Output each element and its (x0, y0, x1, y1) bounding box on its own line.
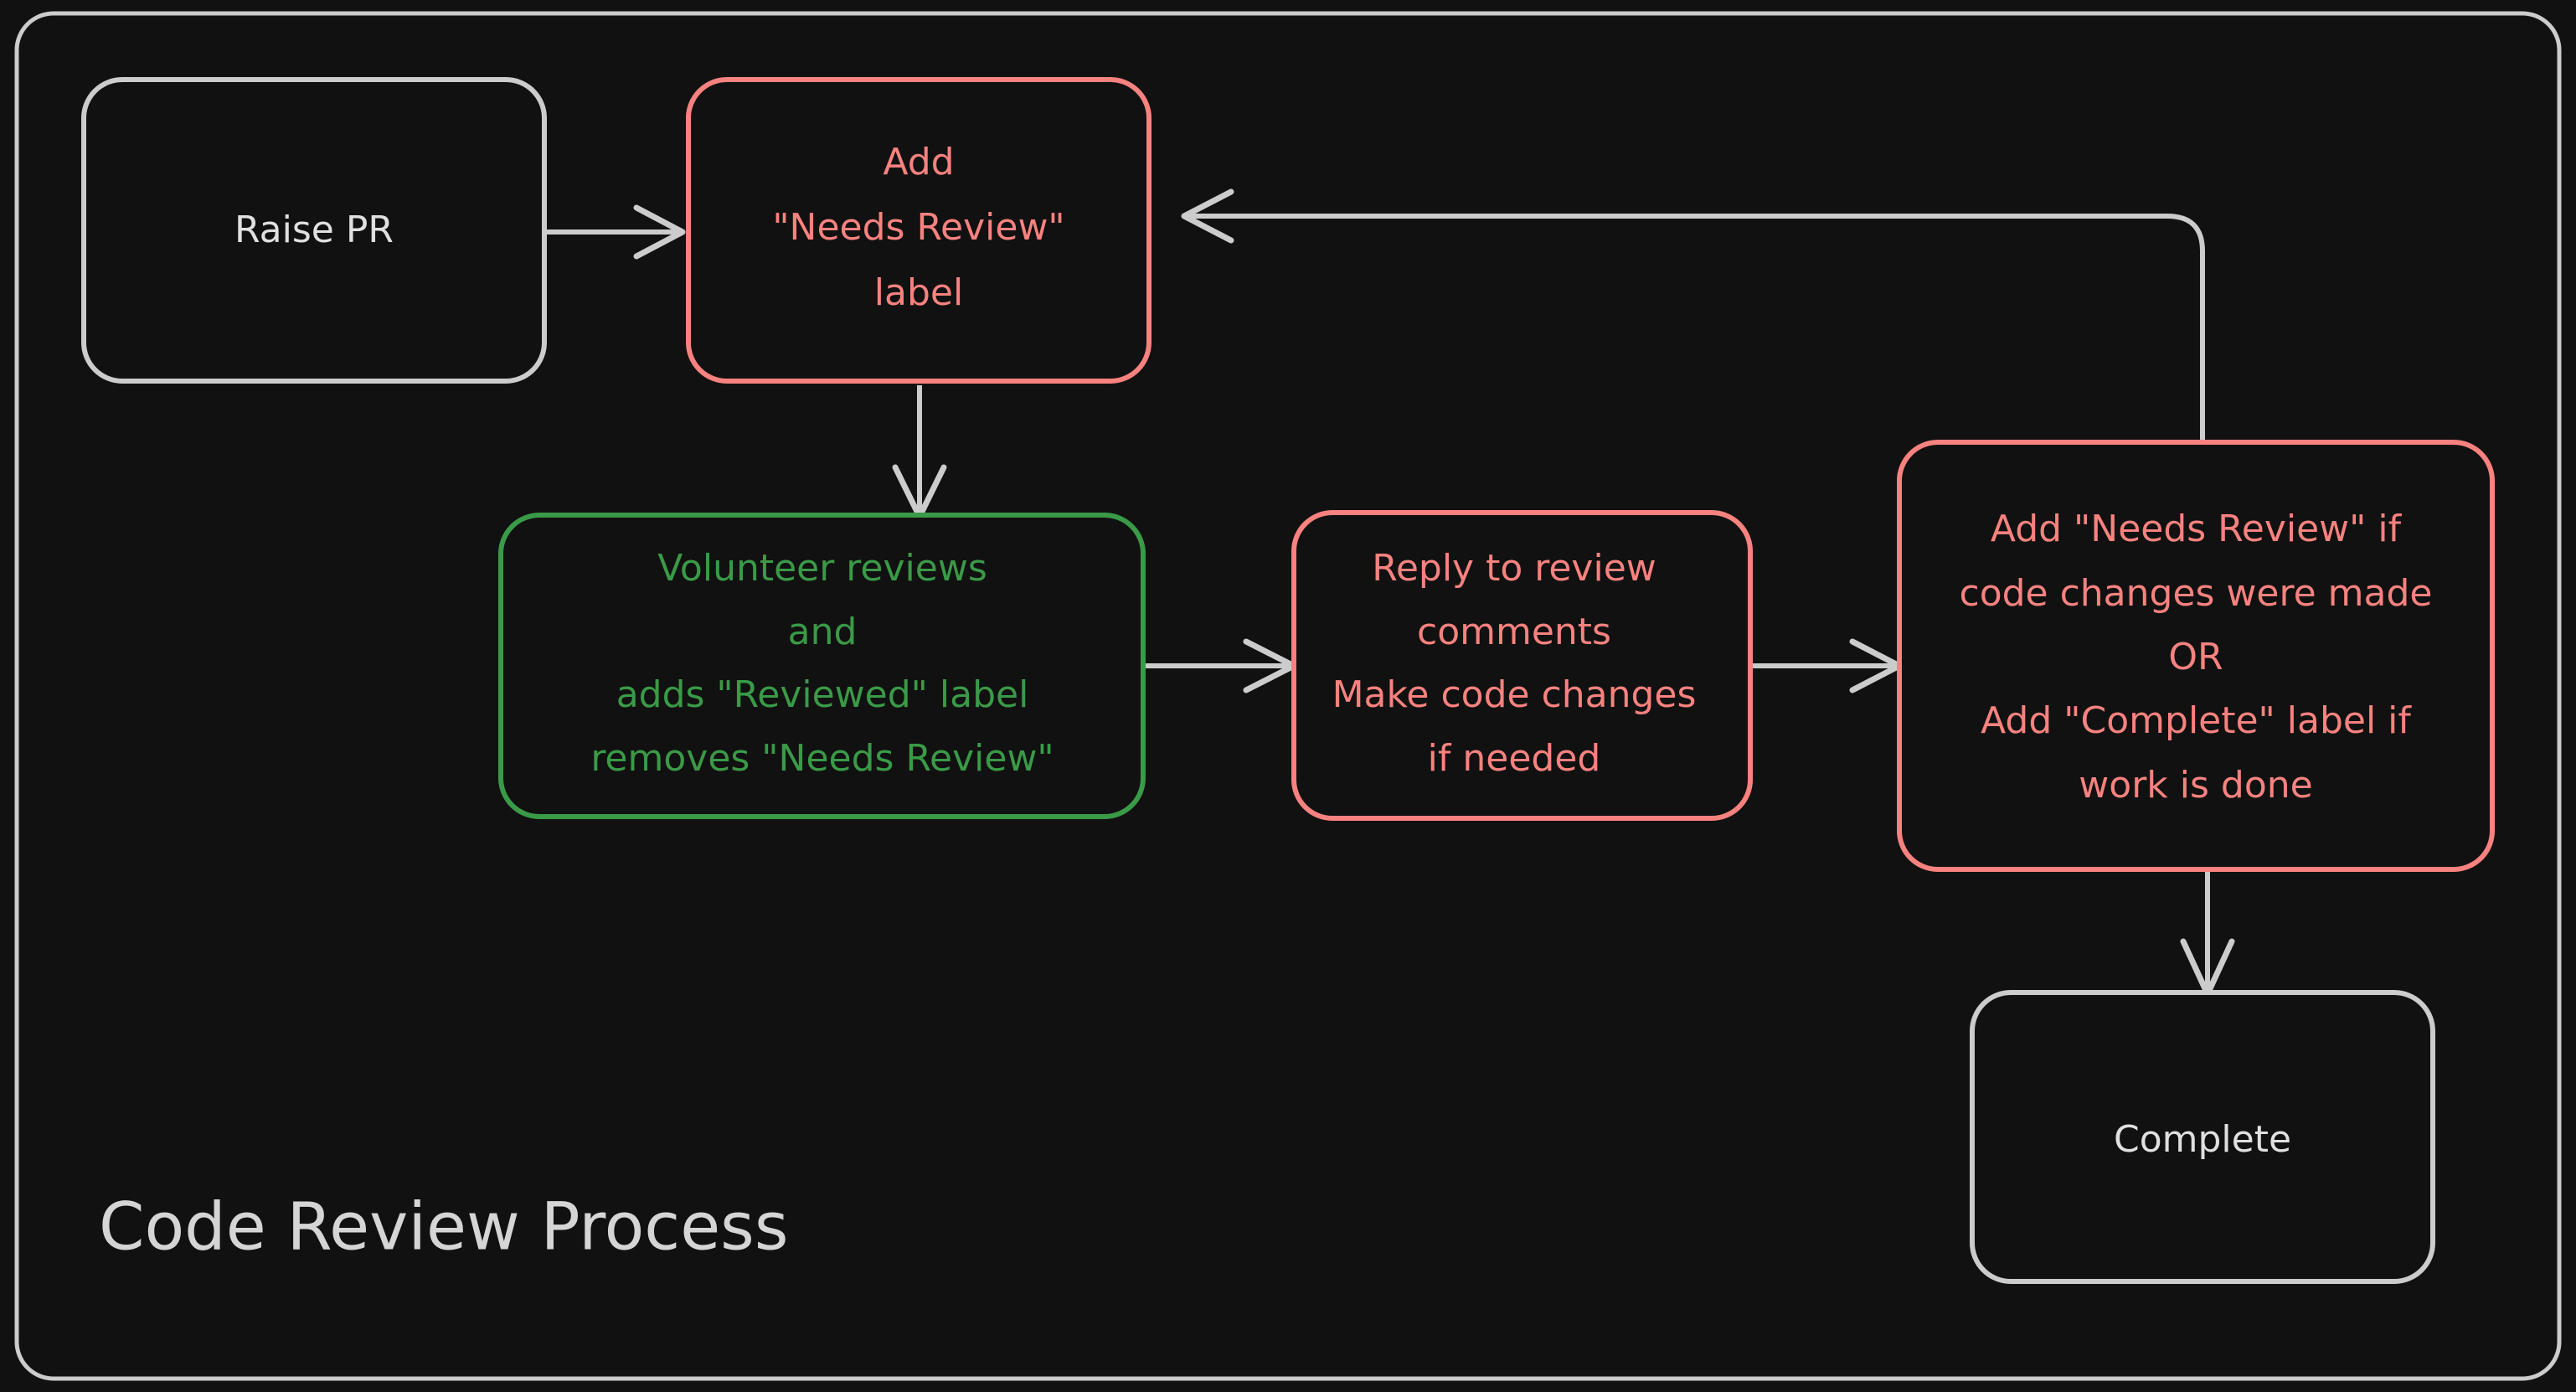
node-reply-to-review[interactable]: Reply to review comments Make code chang… (1291, 510, 1753, 821)
node-add-needs-review-label-line-2: label (874, 271, 963, 314)
node-add-needs-review-label-line-0: Add (883, 141, 954, 183)
node-raise-pr-line-0: Raise PR (234, 209, 394, 251)
node-add-needs-review-label[interactable]: Add "Needs Review" label (686, 77, 1151, 384)
node-add-needs-review-label-shape[interactable] (686, 77, 1151, 384)
node-volunteer-reviews-line-0: Volunteer reviews (657, 547, 987, 590)
node-reply-to-review-line-3: if needed (1428, 737, 1601, 780)
edge-reply-to-relabel (1750, 638, 1903, 693)
node-reply-to-review-line-0: Reply to review (1372, 547, 1656, 590)
edge-volunteer-to-reply (1143, 638, 1297, 693)
node-reply-to-review-line-1: comments (1417, 611, 1611, 653)
node-relabel-decision[interactable]: Add "Needs Review" if code changes were … (1897, 440, 2495, 872)
edge-add-label-to-volunteer (892, 385, 947, 520)
diagram-title: Code Review Process (99, 1189, 788, 1265)
node-raise-pr[interactable]: Raise PR (81, 77, 547, 384)
node-complete-line-0: Complete (2114, 1118, 2291, 1161)
node-relabel-decision-line-2: OR (2168, 636, 2223, 678)
node-relabel-decision-shape[interactable] (1897, 440, 2495, 872)
node-relabel-decision-line-1: code changes were made (1960, 572, 2433, 615)
node-complete[interactable]: Complete (1970, 990, 2435, 1284)
node-complete-shape[interactable] (1970, 990, 2435, 1284)
node-relabel-decision-line-0: Add "Needs Review" if (1991, 508, 2403, 550)
edge-relabel-to-complete (2180, 871, 2235, 998)
node-add-needs-review-label-line-1: "Needs Review" (772, 206, 1064, 249)
diagram-frame (14, 11, 2562, 1381)
node-reply-to-review-line-2: Make code changes (1332, 673, 1697, 716)
node-raise-pr-shape[interactable] (81, 77, 547, 384)
edge-raise-pr-to-add-label (544, 204, 686, 260)
node-volunteer-reviews-shape[interactable] (498, 513, 1146, 819)
node-volunteer-reviews[interactable]: Volunteer reviews and adds "Reviewed" la… (498, 513, 1146, 819)
node-relabel-decision-line-4: work is done (2079, 764, 2312, 807)
edge-relabel-back-to-add-label (1181, 188, 2205, 440)
node-volunteer-reviews-line-3: removes "Needs Review" (590, 737, 1054, 780)
node-volunteer-reviews-line-2: adds "Reviewed" label (616, 673, 1029, 716)
node-relabel-decision-line-3: Add "Complete" label if (1981, 699, 2412, 742)
node-reply-to-review-shape[interactable] (1291, 510, 1753, 821)
node-volunteer-reviews-line-1: and (788, 611, 858, 653)
